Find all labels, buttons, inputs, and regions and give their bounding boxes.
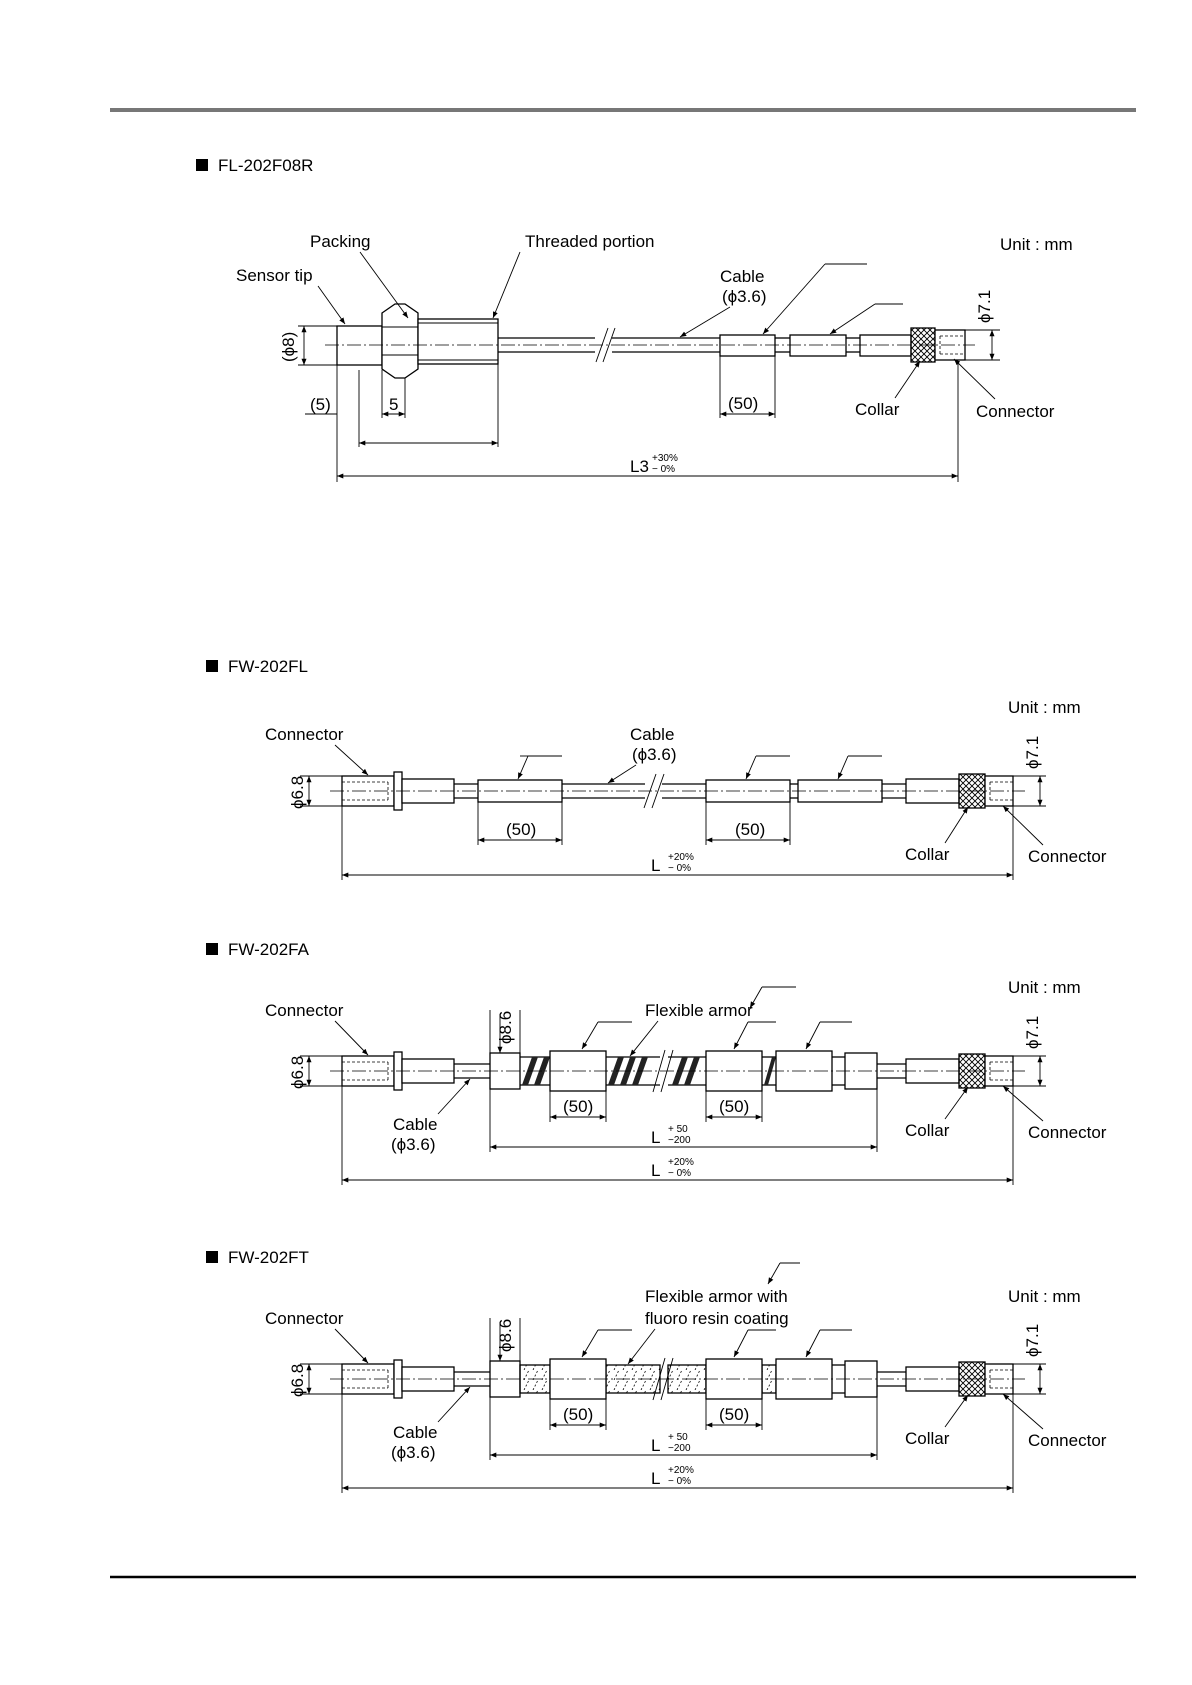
dim-l-tol-plus: +20% bbox=[668, 852, 694, 863]
label-phi68: ϕ6.8 bbox=[288, 776, 307, 809]
cable-marker-tube bbox=[789, 334, 847, 357]
dim-l-tol-minus: − 0% bbox=[668, 863, 691, 874]
dim-50a: (50) bbox=[506, 820, 536, 839]
dim-l-inner-tol-minus: −200 bbox=[668, 1443, 691, 1454]
label-phi86: ϕ8.6 bbox=[496, 1011, 515, 1044]
section-fl-202f08r: FL-202F08R Unit : mm bbox=[196, 156, 1073, 482]
title-bullet bbox=[206, 1251, 218, 1263]
label-connector-left: Connector bbox=[265, 725, 344, 744]
dim-l-outer: L bbox=[651, 1469, 660, 1488]
label-collar: Collar bbox=[855, 400, 900, 419]
label-phi86: ϕ8.6 bbox=[496, 1319, 515, 1352]
label-threaded-portion: Threaded portion bbox=[525, 232, 654, 251]
unit-label: Unit : mm bbox=[1000, 235, 1073, 254]
label-cable: Cable bbox=[630, 725, 674, 744]
label-phi71: ϕ7.1 bbox=[1023, 736, 1042, 769]
label-cable-dia: (ϕ3.6) bbox=[391, 1443, 435, 1462]
label-cable: Cable bbox=[720, 267, 764, 286]
sensor-tip bbox=[336, 325, 383, 366]
title-bullet bbox=[206, 943, 218, 955]
dim-l-inner-tol-minus: −200 bbox=[668, 1135, 691, 1146]
label-collar: Collar bbox=[905, 845, 950, 864]
label-phi68: ϕ6.8 bbox=[288, 1364, 307, 1397]
label-phi71: ϕ7.1 bbox=[975, 290, 994, 323]
dim-50a: (50) bbox=[563, 1405, 593, 1424]
dim-l-outer: L bbox=[651, 1161, 660, 1180]
dim-l-outer-tol-minus: − 0% bbox=[668, 1476, 691, 1487]
section-fw-202ft: FW-202FT Unit : mm bbox=[206, 1248, 1107, 1493]
dim-l3: L3 bbox=[630, 457, 649, 476]
dim-l3-tol-plus: +30% bbox=[652, 453, 678, 464]
title-bullet bbox=[196, 159, 208, 171]
dim-50b: (50) bbox=[735, 820, 765, 839]
label-phi8: (ϕ8) bbox=[279, 332, 298, 362]
dim-l-inner-tol-plus: + 50 bbox=[668, 1432, 688, 1443]
hex-nut bbox=[381, 303, 419, 379]
dim-l-outer-tol-plus: +20% bbox=[668, 1465, 694, 1476]
dim-l-inner-tol-plus: + 50 bbox=[668, 1124, 688, 1135]
section-title: FW-202FT bbox=[228, 1248, 309, 1267]
section-fw-202fa: FW-202FA Unit : mm bbox=[206, 940, 1107, 1185]
dim-50b: (50) bbox=[719, 1097, 749, 1116]
label-cable-dia: (ϕ3.6) bbox=[722, 287, 766, 306]
unit-label: Unit : mm bbox=[1008, 978, 1081, 997]
label-phi71: ϕ7.1 bbox=[1023, 1324, 1042, 1357]
label-collar: Collar bbox=[905, 1121, 950, 1140]
section-fw-202fl: FW-202FL Unit : mm Connector Cable bbox=[206, 657, 1107, 880]
section-title: FL-202F08R bbox=[218, 156, 313, 175]
dim-50a: (50) bbox=[563, 1097, 593, 1116]
dim-50: (50) bbox=[728, 394, 758, 413]
dim-l-outer-tol-plus: +20% bbox=[668, 1157, 694, 1168]
label-connector-left: Connector bbox=[265, 1001, 344, 1020]
label-sensor-tip: Sensor tip bbox=[236, 266, 313, 285]
boot bbox=[859, 334, 912, 357]
dim-l-inner: L bbox=[651, 1436, 660, 1455]
label-connector: Connector bbox=[976, 402, 1055, 421]
section-title: FW-202FL bbox=[228, 657, 308, 676]
cable-marker-tube bbox=[719, 334, 776, 357]
label-cable: Cable bbox=[393, 1423, 437, 1442]
label-cable-dia: (ϕ3.6) bbox=[391, 1135, 435, 1154]
label-cable-dia: (ϕ3.6) bbox=[632, 745, 676, 764]
unit-label: Unit : mm bbox=[1008, 698, 1081, 717]
label-connector-right: Connector bbox=[1028, 1431, 1107, 1450]
title-bullet bbox=[206, 660, 218, 672]
dim-l3-tol-minus: − 0% bbox=[652, 464, 675, 475]
label-cable: Cable bbox=[393, 1115, 437, 1134]
dim-5: 5 bbox=[389, 395, 398, 414]
label-phi71: ϕ7.1 bbox=[1023, 1016, 1042, 1049]
dim-l: L bbox=[651, 856, 660, 875]
label-flexible-armor: Flexible armor bbox=[645, 1001, 753, 1020]
label-connector-right: Connector bbox=[1028, 1123, 1107, 1142]
dim-l-outer-tol-minus: − 0% bbox=[668, 1168, 691, 1179]
label-connector-right: Connector bbox=[1028, 847, 1107, 866]
label-armor-line1: Flexible armor with bbox=[645, 1287, 788, 1306]
dim-50b: (50) bbox=[719, 1405, 749, 1424]
label-connector-left: Connector bbox=[265, 1309, 344, 1328]
label-armor-line2: fluoro resin coating bbox=[645, 1309, 789, 1328]
dim-5-paren: (5) bbox=[310, 395, 331, 414]
label-phi68: ϕ6.8 bbox=[288, 1056, 307, 1089]
label-collar: Collar bbox=[905, 1429, 950, 1448]
unit-label: Unit : mm bbox=[1008, 1287, 1081, 1306]
label-packing: Packing bbox=[310, 232, 370, 251]
threaded-portion bbox=[417, 318, 499, 365]
dim-l-inner: L bbox=[651, 1128, 660, 1147]
section-title: FW-202FA bbox=[228, 940, 310, 959]
